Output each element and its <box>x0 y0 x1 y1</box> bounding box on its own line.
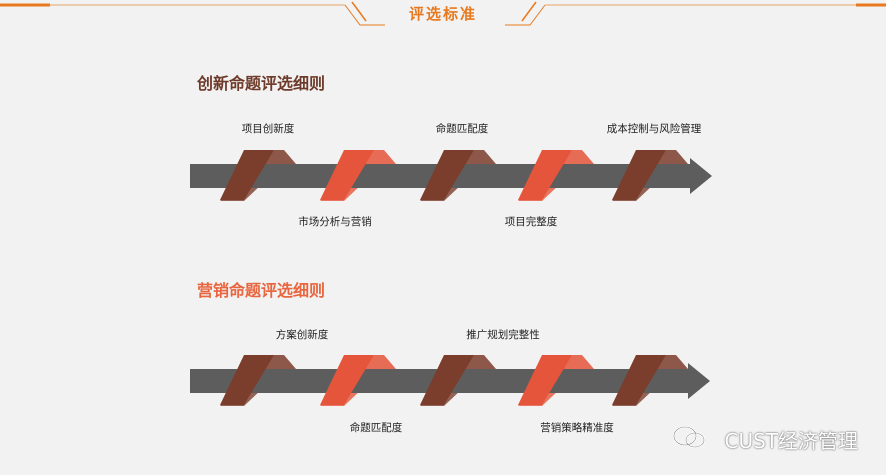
innovation-twist-top <box>262 150 296 164</box>
criterion-label: 营销策略精准度 <box>540 422 614 434</box>
innovation-twist-top <box>560 150 594 164</box>
marketing-twist-front <box>612 355 666 405</box>
header-line <box>505 4 546 26</box>
innovation-twist-front <box>220 150 274 200</box>
innovation-arrow-head <box>690 158 712 194</box>
innovation-twist-front <box>518 150 572 200</box>
marketing-twist-top <box>262 355 296 369</box>
criterion-label: 方案创新度 <box>275 329 329 341</box>
marketing-twist-front <box>220 355 274 405</box>
criterion-label: 成本控制与风险管理 <box>606 123 702 135</box>
marketing-twist-top <box>362 355 396 369</box>
marketing-twist-top <box>654 355 688 369</box>
criterion-label: 命题匹配度 <box>349 422 403 434</box>
criterion-label: 项目创新度 <box>241 123 295 135</box>
section-title-innovation: 创新命题评选细则 <box>197 74 326 93</box>
criterion-label: 推广规划完整性 <box>466 329 540 341</box>
header-slash <box>521 1 537 22</box>
innovation-twist-front <box>320 150 374 200</box>
marketing-arrow-head <box>688 363 710 399</box>
innovation-twist-top <box>462 150 496 164</box>
innovation-twist-top <box>654 150 688 164</box>
header-line <box>344 4 385 26</box>
header-slash <box>351 1 367 22</box>
innovation-twist-front <box>420 150 474 200</box>
marketing-twist-front <box>518 355 572 405</box>
page-title: 评选标准 <box>408 5 477 23</box>
criterion-label: 命题匹配度 <box>435 123 489 135</box>
criterion-label: 市场分析与营销 <box>298 216 372 228</box>
innovation-twist-top <box>362 150 396 164</box>
marketing-twist-top <box>462 355 496 369</box>
marketing-twist-front <box>420 355 474 405</box>
wechat-icon <box>673 426 705 448</box>
section-title-marketing: 营销命题评选细则 <box>197 281 326 300</box>
marketing-twist-front <box>320 355 374 405</box>
criterion-label: 项目完整度 <box>504 216 558 228</box>
watermark: CUST经济管理 <box>724 429 858 453</box>
marketing-twist-top <box>560 355 594 369</box>
innovation-twist-front <box>612 150 666 200</box>
